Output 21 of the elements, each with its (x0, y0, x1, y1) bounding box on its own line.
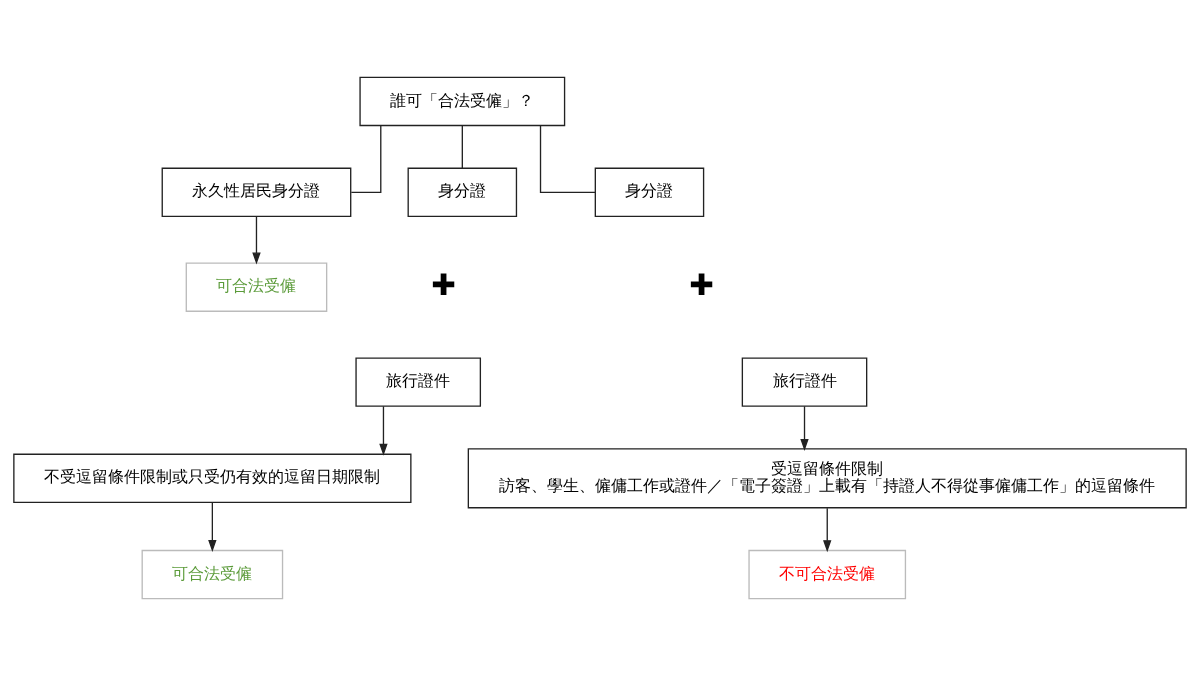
node-box: 受逗留條件限制 訪客、學生、僱傭工作或證件／「電子簽證」上載有「持證人不得從事僱傭工作」的逗留條件 (467, 447, 1187, 508)
node-box: 不受逗留條件限制或只受仍有效的逗留日期限制 (13, 453, 412, 503)
arrow (379, 405, 388, 456)
node-box: 身分證 (594, 167, 705, 217)
node-box: 永久性居民身分證 (161, 167, 352, 217)
connector (350, 124, 382, 193)
node-box: 可合法受僱 (141, 549, 284, 599)
label: ✚ (431, 267, 456, 302)
label: ✚ (689, 267, 714, 302)
node-box: 身分證 (407, 167, 518, 217)
arrow (800, 405, 809, 451)
node-box: 不可合法受僱 (748, 549, 907, 599)
connector (539, 124, 596, 193)
arrow (823, 507, 832, 552)
node-box: 旅行證件 (741, 356, 868, 407)
arrow (252, 215, 261, 265)
node-box: 誰可「合法受僱」？ (359, 76, 566, 126)
arrow (208, 501, 217, 552)
node-box: 旅行證件 (355, 356, 482, 407)
connector (461, 124, 463, 169)
node-box: 可合法受僱 (185, 261, 328, 312)
